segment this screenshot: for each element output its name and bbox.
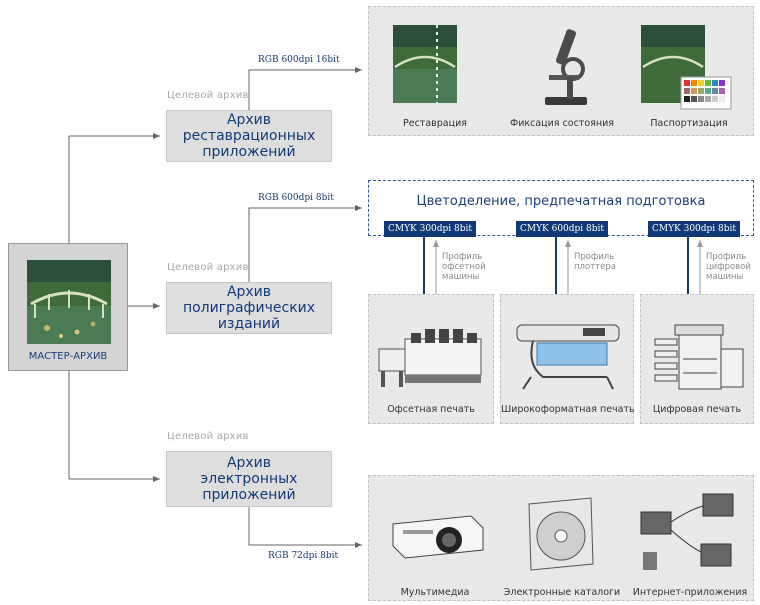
painting-icon — [393, 25, 457, 103]
caption-digital: Цифровая печать — [652, 404, 742, 415]
archive-electronic: Архив электронных приложений — [166, 451, 332, 507]
projector-icon — [392, 515, 484, 559]
caption-internet: Интернет-приложения — [632, 587, 748, 598]
electronic-panel: Мультимедиа Электронные каталоги Интерне… — [368, 475, 754, 601]
offset-press-icon — [378, 329, 482, 387]
archive-restoration: Архив реставрационных приложений — [166, 110, 332, 162]
network-icon — [640, 493, 734, 570]
prepress-title: Цветоделение, предпечатная подготовка — [416, 194, 706, 209]
tag-plotter: CMYK 600dpi 8bit — [516, 221, 608, 237]
archive-electronic-line3: приложений — [202, 487, 296, 503]
archive-electronic-line2: электронных — [200, 471, 298, 487]
caption-restoration: Реставрация — [403, 118, 467, 129]
archive-restoration-line2: реставрационных — [182, 128, 316, 144]
microscope-icon — [545, 29, 587, 105]
panel-offset: Офсетная печать — [368, 294, 494, 424]
archive-print-line2: полиграфических — [182, 300, 316, 316]
archive-electronic-line1: Архив — [226, 455, 272, 471]
caption-offset: Офсетная печать — [387, 404, 475, 415]
restoration-panel: Реставрация Фиксация состояния Паспортиз… — [368, 6, 754, 136]
caption-wide-format: Широкоформатная печать — [501, 404, 635, 415]
caption-passportization: Паспортизация — [650, 118, 728, 129]
plotter-icon — [516, 324, 620, 390]
format-electronic: RGB 72dpi 8bit — [268, 551, 339, 561]
archive-print: Архив полиграфических изданий — [166, 282, 332, 334]
tag-offset: CMYK 300dpi 8bit — [384, 221, 476, 237]
cd-case-icon — [528, 497, 594, 571]
format-restoration: RGB 600dpi 16bit — [258, 55, 340, 65]
archive-print-line3: изданий — [217, 316, 281, 332]
archive-restoration-line1: Архив — [226, 112, 272, 128]
panel-digital: Цифровая печать — [640, 294, 754, 424]
digital-press-icon — [654, 324, 744, 390]
caption-state-fixation: Фиксация состояния — [510, 118, 614, 129]
target-label-restoration: Целевой архив — [167, 90, 249, 101]
target-label-electronic: Целевой архив — [167, 431, 249, 442]
target-label-print: Целевой архив — [167, 262, 249, 273]
master-label: МАСТЕР-АРХИВ — [28, 351, 108, 362]
caption-multimedia: Мультимедиа — [400, 587, 470, 598]
panel-wide-format: Широкоформатная печать — [500, 294, 635, 424]
painting-thumbnail — [27, 260, 111, 344]
archive-print-line1: Архив — [226, 284, 272, 300]
archive-restoration-line3: приложений — [202, 144, 296, 160]
caption-catalogs: Электронные каталоги — [503, 587, 621, 598]
tag-digital: CMYK 300dpi 8bit — [648, 221, 740, 237]
master-archive: МАСТЕР-АРХИВ — [8, 243, 128, 371]
format-print: RGB 600dpi 8bit — [258, 193, 334, 203]
passport-icon — [641, 25, 732, 110]
